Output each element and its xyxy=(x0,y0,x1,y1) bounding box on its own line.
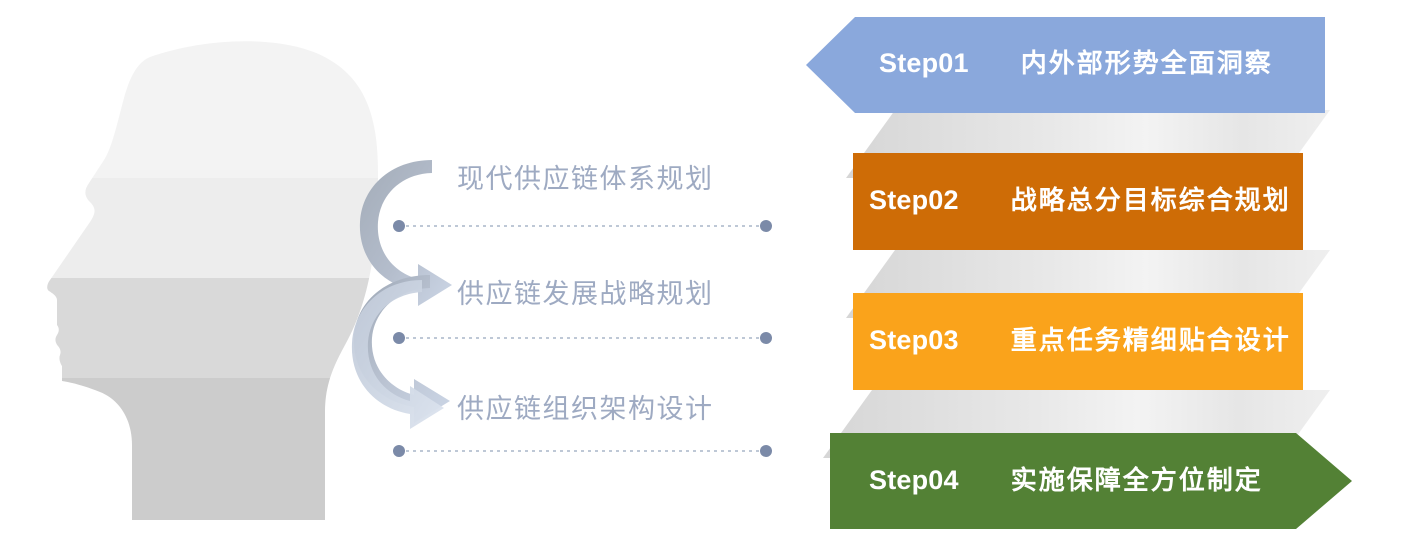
step-block-1[interactable] xyxy=(806,17,1325,113)
step-code-3: Step03 xyxy=(869,325,959,355)
dotted-connector-3 xyxy=(393,445,772,457)
curved-arrow-1 xyxy=(359,160,452,306)
dotted-connector-1 xyxy=(393,220,772,232)
step-code-2: Step02 xyxy=(869,185,959,215)
step-code-4: Step04 xyxy=(869,465,959,495)
section-label-3: 供应链组织架构设计 xyxy=(457,394,714,424)
section-label-2: 供应链发展战略规划 xyxy=(457,279,714,309)
step-title-4: 实施保障全方位制定 xyxy=(1010,465,1263,495)
step-title-3: 重点任务精细贴合设计 xyxy=(1010,325,1291,355)
step-label-2: Step02 战略总分目标综合规划 xyxy=(869,187,1291,214)
step-code-1: Step01 xyxy=(879,48,969,78)
step-title-2: 战略总分目标综合规划 xyxy=(1010,185,1291,215)
step-block-2[interactable] xyxy=(853,153,1303,250)
section-label-1: 现代供应链体系规划 xyxy=(457,164,714,194)
curved-arrow-3 xyxy=(351,280,444,429)
step-block-3[interactable] xyxy=(853,293,1303,390)
step-label-4: Step04 实施保障全方位制定 xyxy=(869,467,1263,494)
step-title-1: 内外部形势全面洞察 xyxy=(1020,48,1273,78)
step-block-4[interactable] xyxy=(830,433,1352,529)
step-label-1: Step01 内外部形势全面洞察 xyxy=(879,50,1273,77)
dotted-connector-2 xyxy=(393,332,772,344)
step-label-3: Step03 重点任务精细贴合设计 xyxy=(869,327,1291,354)
